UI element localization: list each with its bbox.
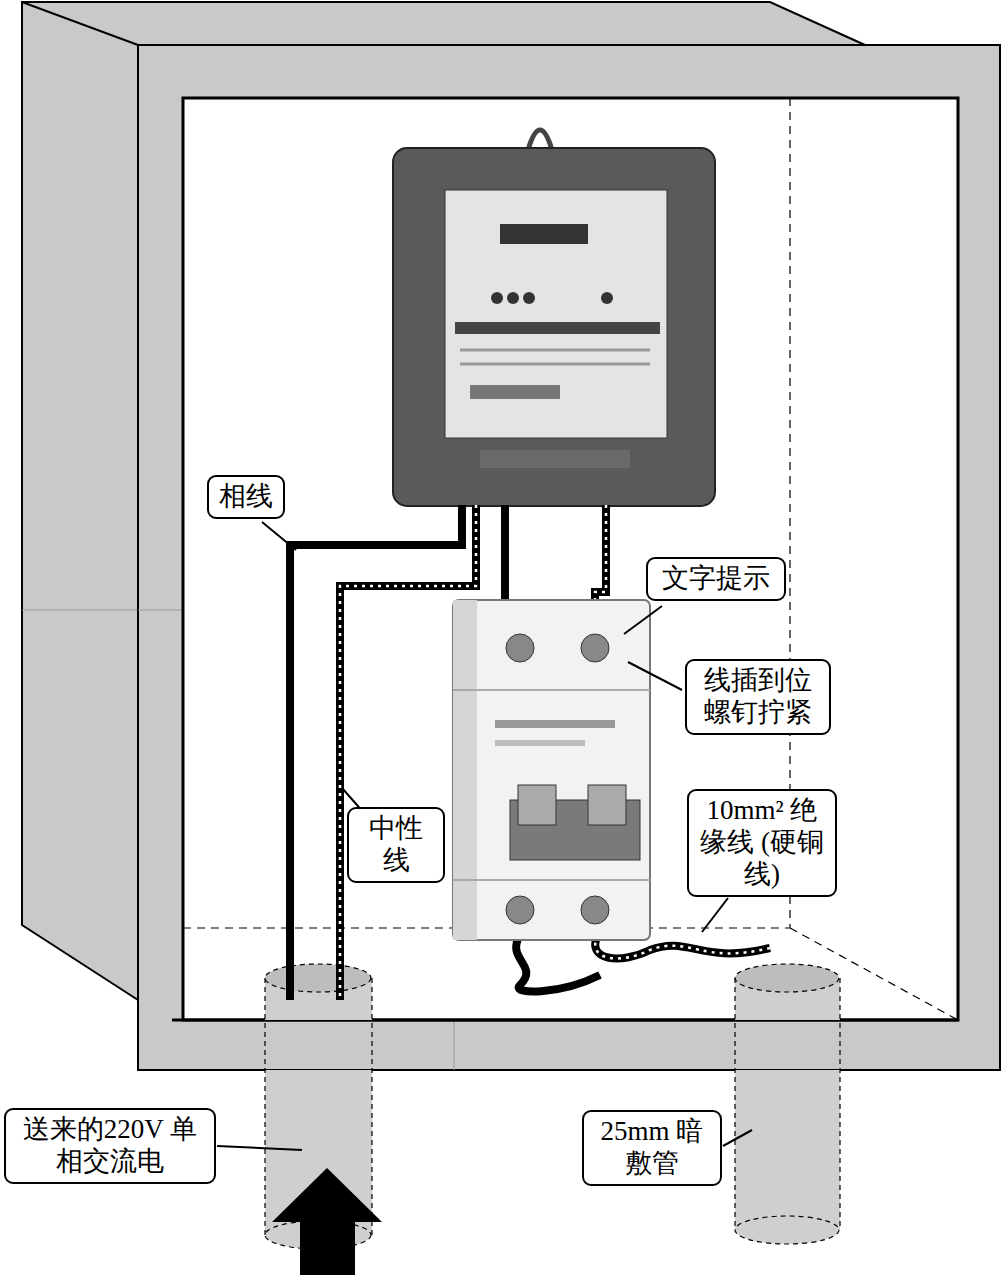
- cabinet-opening: [183, 98, 958, 1020]
- callout-text: 线插到位 螺钉拧紧: [695, 665, 821, 729]
- callout-box: 相线: [207, 475, 285, 519]
- panel-seam: [138, 610, 183, 611]
- panel-seam: [22, 610, 138, 611]
- panel-seam: [454, 1020, 455, 1070]
- callout-box: 10mm² 绝缘线 (硬铜线): [687, 789, 837, 897]
- callout-box: 线插到位 螺钉拧紧: [685, 659, 831, 735]
- leader-lines: [217, 522, 752, 1150]
- conduit-right: [735, 964, 840, 1244]
- wiring: [290, 505, 770, 1000]
- callout-text: 送来的220V 单相交流电: [14, 1114, 206, 1178]
- cabinet-edge: [22, 2, 138, 45]
- callout-box: 25mm 暗敷管: [582, 1110, 722, 1186]
- callout-box: 送来的220V 单相交流电: [4, 1108, 216, 1184]
- callout-text: 文字提示: [662, 563, 770, 595]
- callout-text: 相线: [219, 481, 273, 513]
- cabinet-frame: [138, 45, 1000, 1070]
- supply-arrow: [272, 1168, 382, 1275]
- callout-text: 25mm 暗敷管: [592, 1116, 712, 1180]
- circuit-breaker: [453, 600, 650, 940]
- callout-box: 文字提示: [646, 557, 786, 601]
- callout-box: 中性线: [347, 807, 445, 883]
- callout-text: 中性线: [357, 813, 435, 877]
- energy-meter: [393, 130, 715, 506]
- callout-text: 10mm² 绝缘线 (硬铜线): [697, 795, 827, 891]
